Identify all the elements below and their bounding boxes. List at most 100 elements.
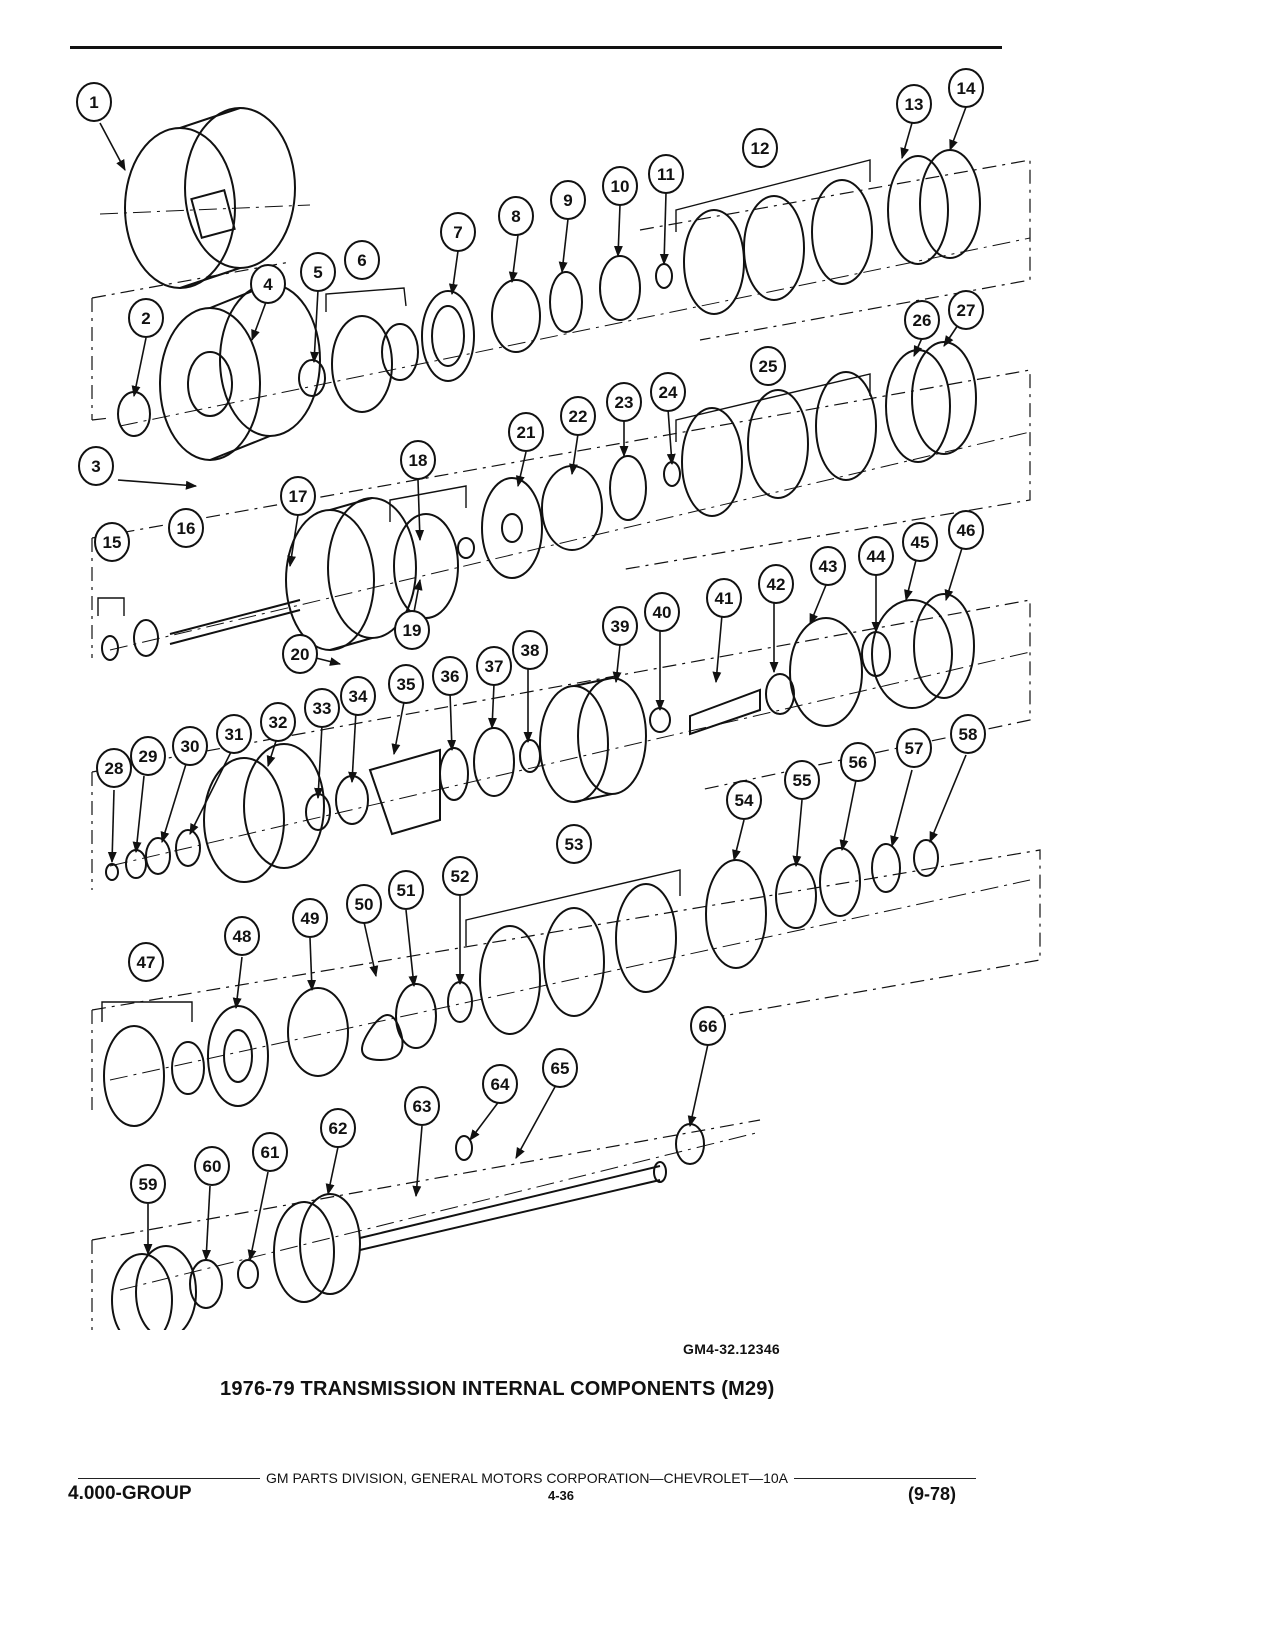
bracket-15 [97,597,125,616]
footer-page-number: 4-36 [548,1488,575,1503]
callout-circle [76,82,112,122]
callout-number: 55 [793,771,812,790]
callout-30: 30 [172,726,208,766]
callout-number: 14 [957,79,976,98]
figure-title: 1976-79 TRANSMISSION INTERNAL COMPONENTS… [220,1378,775,1400]
callout-circle [304,688,340,728]
callout-number: 49 [301,909,320,928]
callout-number: 30 [181,737,200,756]
callout-number: 23 [615,393,634,412]
callout-circle [602,606,638,646]
row-frames [91,159,1041,1330]
callout-number: 9 [563,191,572,210]
callout-circle [896,728,932,768]
callout-number: 16 [177,519,196,538]
callout-circle [948,290,984,330]
callout-63: 63 [404,1086,440,1126]
callout-number: 54 [735,791,754,810]
callout-number: 46 [957,521,976,540]
callout-number: 1 [89,93,98,112]
callout-12: 12 [742,128,778,168]
callout-circle [282,634,318,674]
callout-number: 32 [269,713,288,732]
callout-number: 53 [565,835,584,854]
callout-circle [904,300,940,340]
callout-19: 19 [394,610,430,650]
callout-29: 29 [130,736,166,776]
callout-number: 3 [91,457,100,476]
callout-circle [394,610,430,650]
callout-5: 5 [300,252,336,292]
footer-publisher: GM PARTS DIVISION, GENERAL MOTORS CORPOR… [266,1470,788,1486]
callout-number: 18 [409,451,428,470]
callout-57: 57 [896,728,932,768]
callout-circle [512,630,548,670]
callout-number: 17 [289,487,308,506]
callout-32: 32 [260,702,296,742]
callout-circles: 1234567891011121314151617181920212223242… [76,68,986,1204]
callout-number: 25 [759,357,778,376]
callout-50: 50 [346,884,382,924]
callout-59: 59 [130,1164,166,1204]
callout-circle [224,916,260,956]
row-frame-1 [91,261,291,421]
callout-44: 44 [858,536,894,576]
callout-number: 39 [611,617,630,636]
callout-number: 4 [263,275,273,294]
callout-number: 34 [349,687,368,706]
callout-62: 62 [320,1108,356,1148]
callout-circle [758,564,794,604]
row-1-parts [117,149,981,461]
callout-circle [252,1132,288,1172]
callout-51: 51 [388,870,424,910]
row-frame-5 [91,1119,761,1330]
callout-number: 60 [203,1157,222,1176]
callout-number: 2 [141,309,150,328]
callout-26: 26 [904,300,940,340]
callout-64: 64 [482,1064,518,1104]
callout-45: 45 [902,522,938,562]
callout-33: 33 [304,688,340,728]
callout-16: 16 [168,508,204,548]
callout-42: 42 [758,564,794,604]
callout-circle [216,714,252,754]
callout-circle [690,1006,726,1046]
callout-4: 4 [250,264,286,304]
callout-circle [346,884,382,924]
callout-circle [404,1086,440,1126]
callout-circle [606,382,642,422]
callout-35: 35 [388,664,424,704]
callout-number: 66 [699,1017,718,1036]
callout-number: 58 [959,725,978,744]
header-rule [70,46,1002,49]
leader-arrows [99,106,967,1262]
group-brackets [97,159,871,1022]
callout-number: 41 [715,589,734,608]
callout-circle [130,736,166,776]
callout-circle [280,476,316,516]
callout-number: 62 [329,1119,348,1138]
callout-number: 50 [355,895,374,914]
callout-circle [388,664,424,704]
bracket-47 [101,1001,193,1022]
callout-number: 7 [453,223,462,242]
callout-25: 25 [750,346,786,386]
callout-number: 52 [451,867,470,886]
footer-date: (9-78) [908,1484,957,1504]
callout-number: 20 [291,645,310,664]
callout-18: 18 [400,440,436,480]
callout-6: 6 [344,240,380,280]
callout-circle [726,780,762,820]
callout-number: 5 [313,263,322,282]
callout-number: 48 [233,927,252,946]
callout-circle [644,592,680,632]
callout-circle [948,68,984,108]
callout-circle [948,510,984,550]
callout-58: 58 [950,714,986,754]
callout-number: 24 [659,383,678,402]
callout-43: 43 [810,546,846,586]
callout-36: 36 [432,656,468,696]
callout-circle [858,536,894,576]
callout-number: 57 [905,739,924,758]
callout-49: 49 [292,898,328,938]
